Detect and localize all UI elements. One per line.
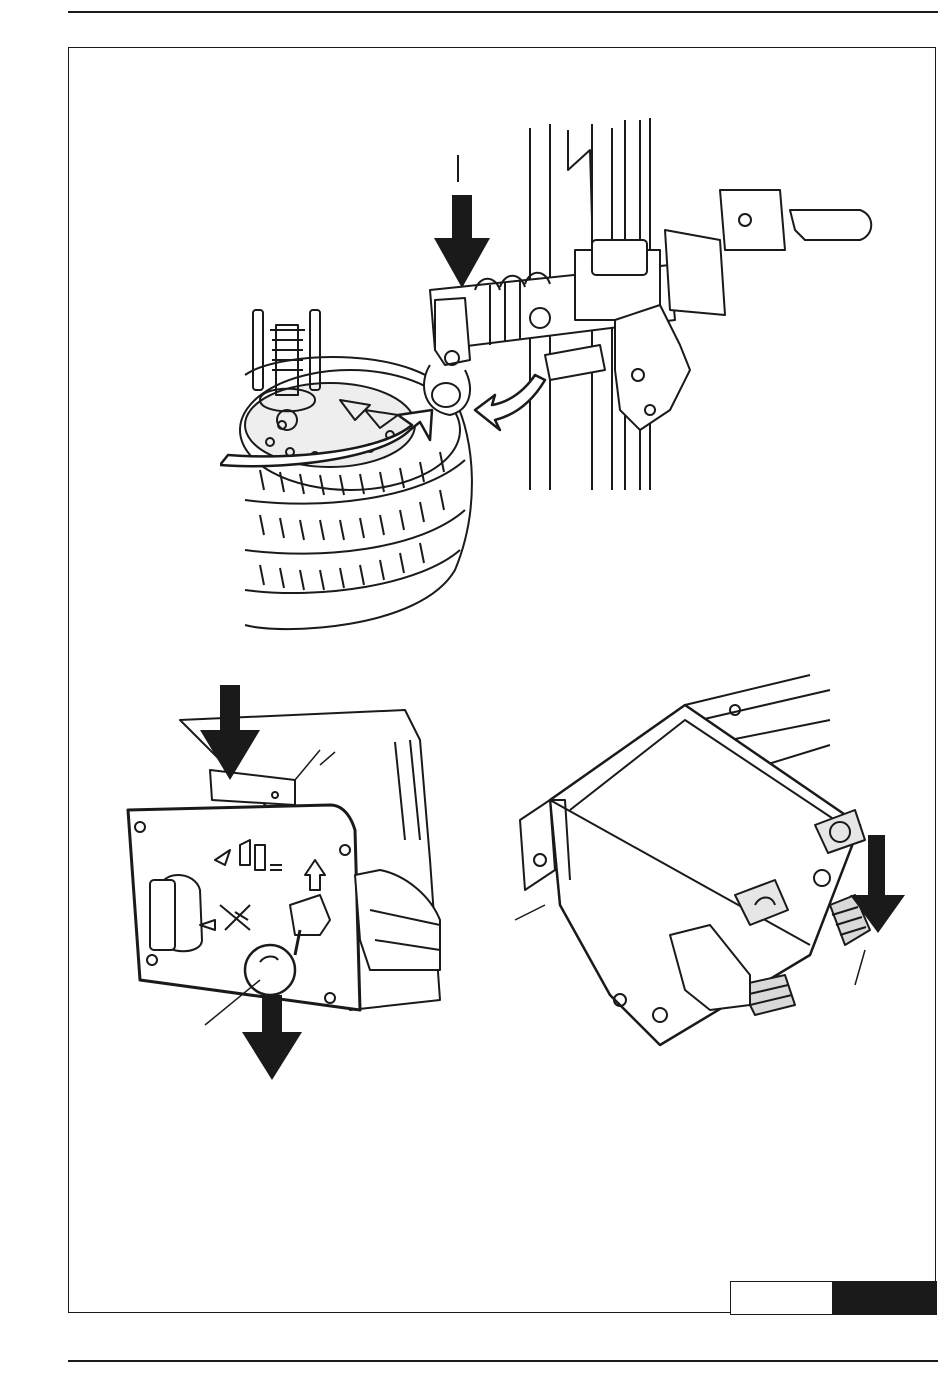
down-arrow-bottom — [242, 995, 302, 1080]
footer-rule — [68, 1360, 938, 1362]
press-arrow — [434, 195, 490, 288]
direction-arrow — [475, 375, 545, 430]
page-tab-left — [730, 1281, 833, 1315]
pedal-unit-illustration — [510, 665, 920, 1075]
tool-holder — [424, 298, 470, 415]
header-rule — [68, 11, 938, 13]
control-panel-illustration — [120, 680, 450, 1090]
page-tab-right — [833, 1281, 937, 1315]
tyre-changer-illustration — [220, 110, 900, 640]
